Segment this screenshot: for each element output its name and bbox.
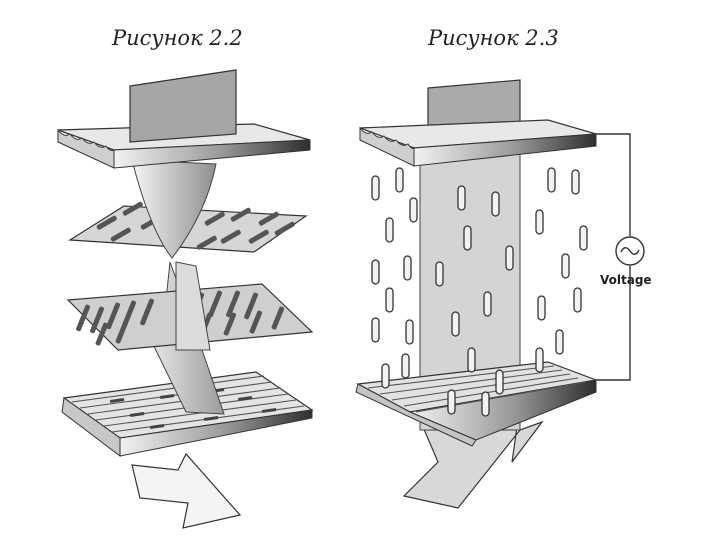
- bottom-polarizer-right: [355, 361, 599, 447]
- twisted-beam-upper: [131, 159, 217, 259]
- output-arrow-left: [131, 452, 242, 529]
- figure-2-3: Voltage: [355, 79, 652, 509]
- aligned-molecules: [371, 167, 588, 417]
- input-beam-left: [129, 69, 237, 143]
- figure-2-3-caption: Рисунок 2.3: [428, 26, 559, 50]
- voltage-label: Voltage: [600, 273, 652, 287]
- voltage-wire: [596, 133, 631, 381]
- ac-source-icon: [615, 236, 645, 266]
- top-polarizer-right: [359, 119, 597, 167]
- figure-2-2: [57, 69, 314, 529]
- twisted-beam-middle: [175, 261, 211, 351]
- figure-2-2-caption: Рисунок 2.2: [112, 26, 243, 50]
